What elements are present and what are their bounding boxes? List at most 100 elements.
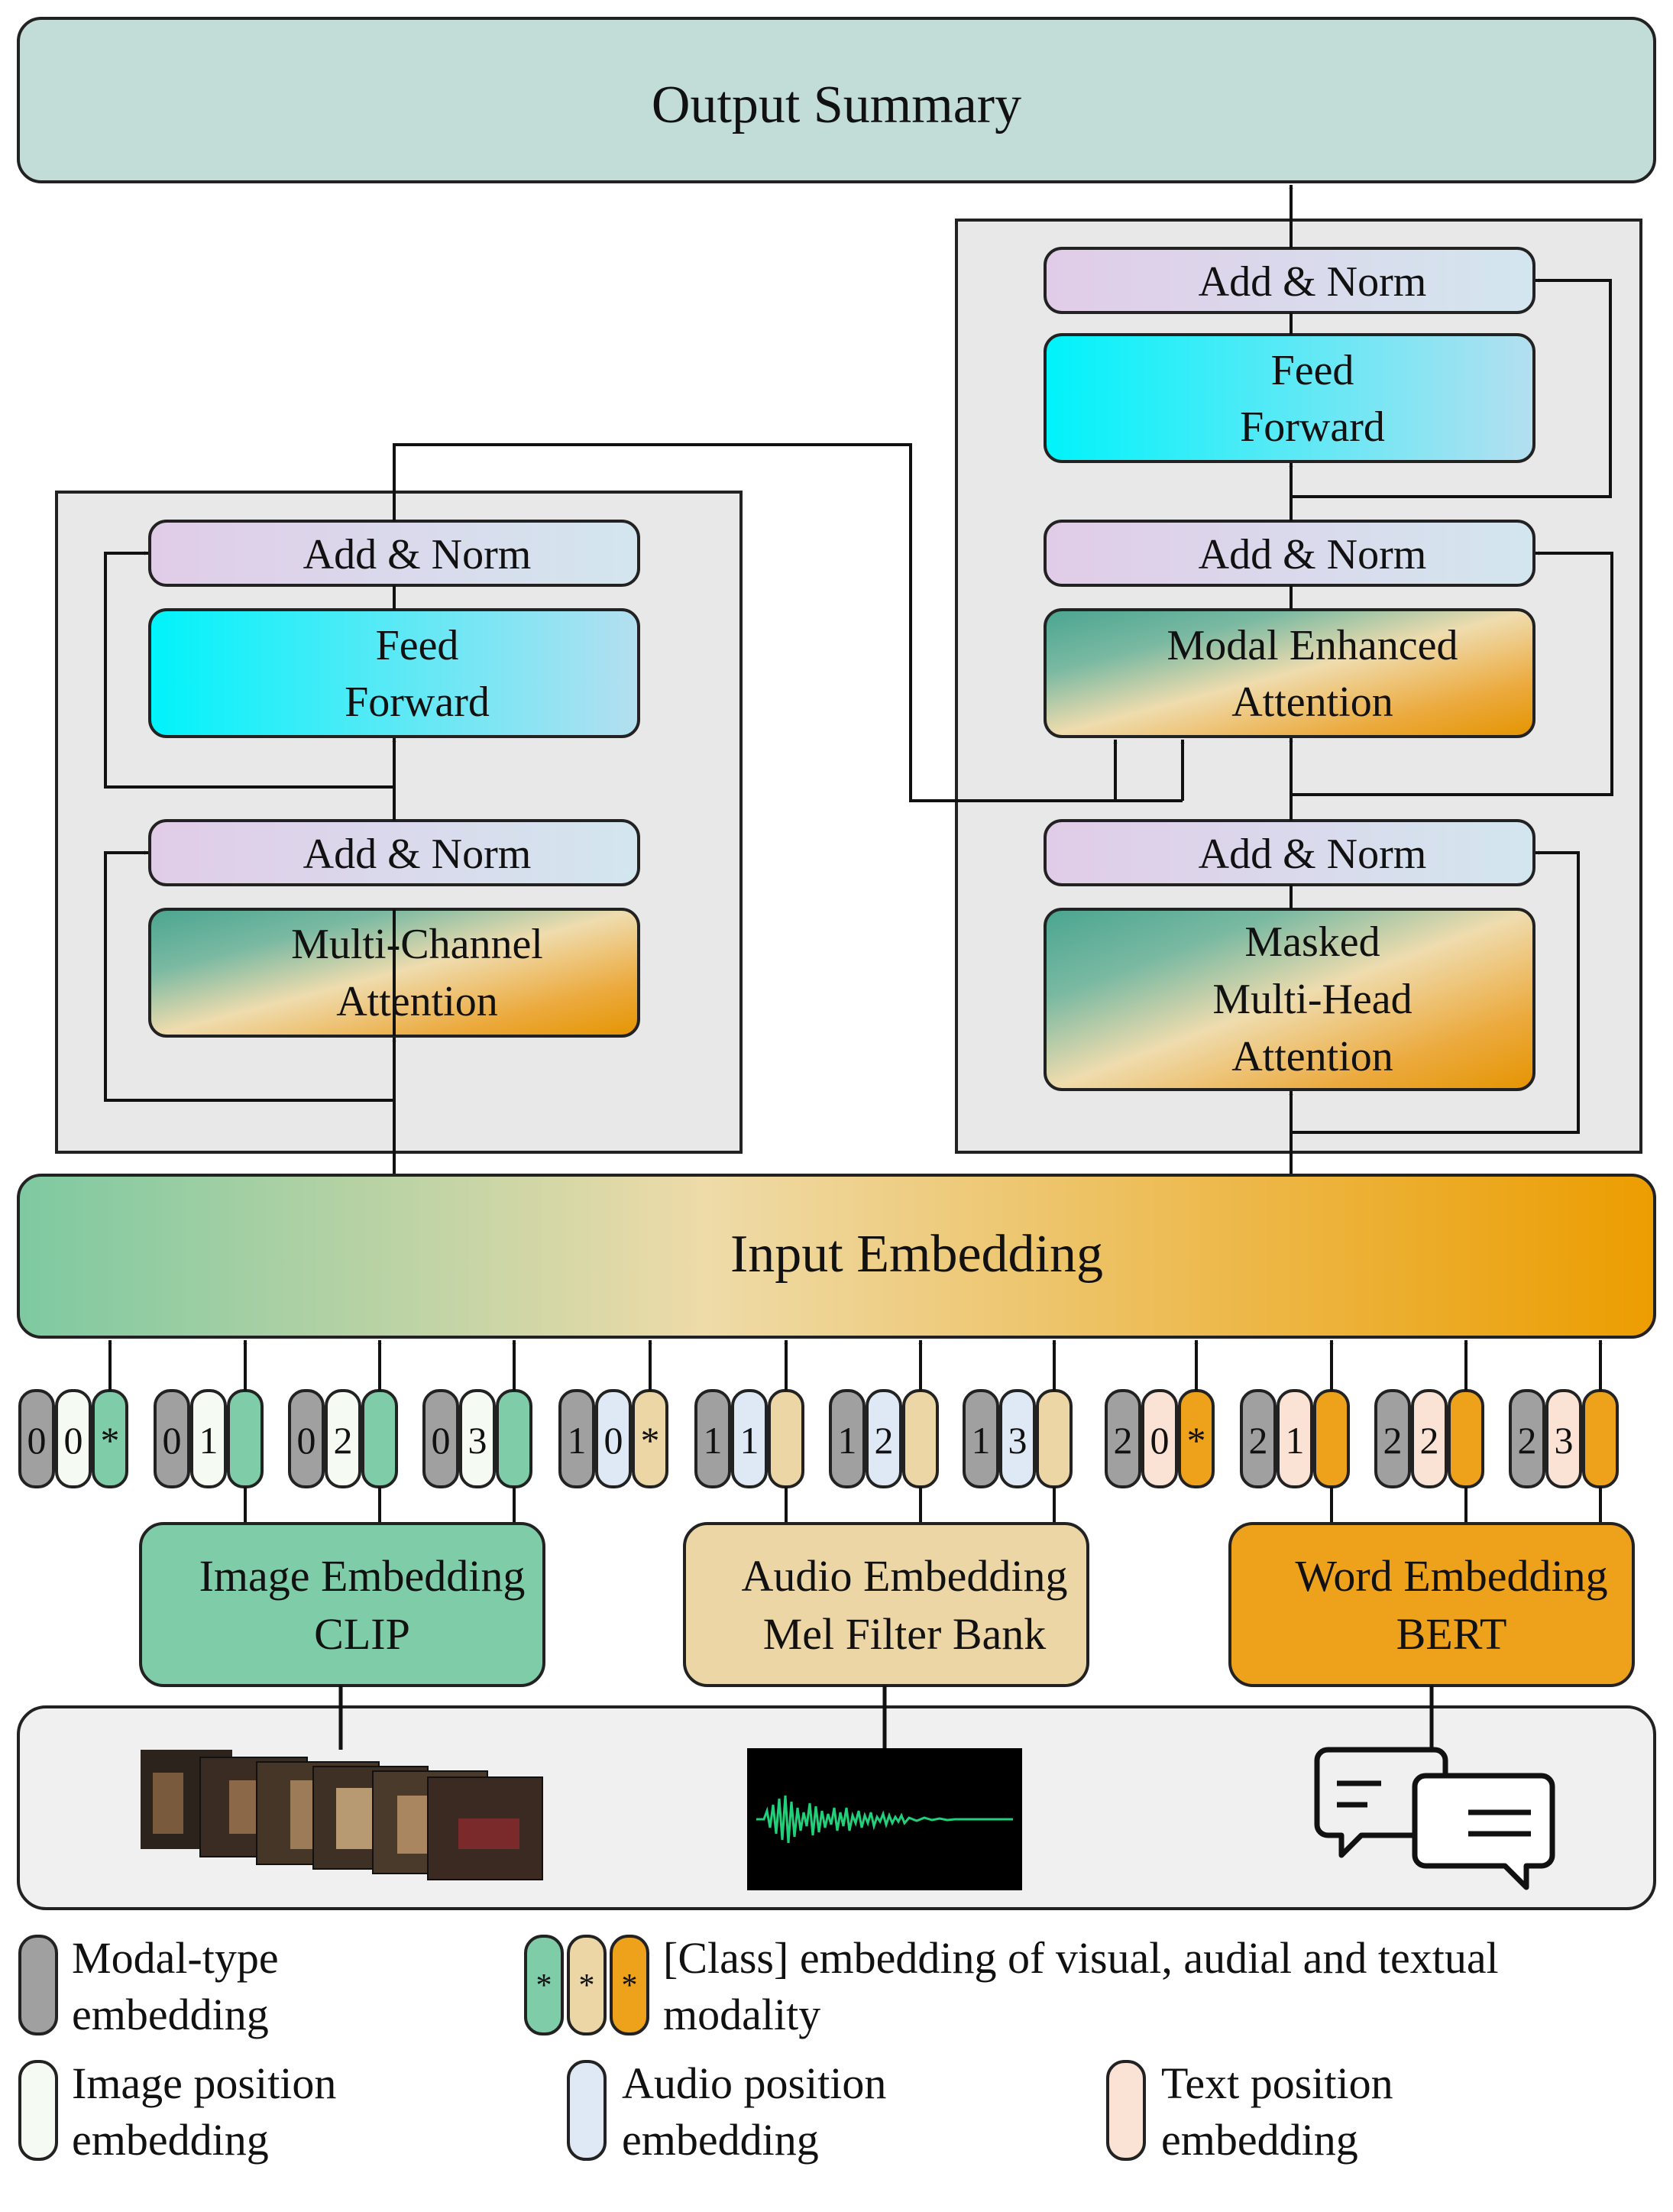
position-pill	[731, 1389, 768, 1488]
svg-text:Attention: Attention	[336, 978, 498, 1025]
position-pill	[1545, 1389, 1582, 1488]
modal-type-pill	[1509, 1389, 1545, 1488]
position-pill-label: 1	[740, 1419, 759, 1462]
position-pill	[1277, 1389, 1313, 1488]
decoder-add-norm-mid: Add & Norm	[1044, 520, 1535, 587]
modality-pill-label: *	[101, 1419, 120, 1462]
svg-text:Add & Norm: Add & Norm	[1199, 258, 1427, 306]
svg-text:Masked: Masked	[1244, 918, 1380, 966]
position-pill	[595, 1389, 632, 1488]
svg-text:Forward: Forward	[345, 678, 490, 726]
svg-text:CLIP: CLIP	[314, 1609, 410, 1659]
encoder-feed-forward: Feed Forward	[148, 608, 640, 738]
modality-pill	[902, 1389, 939, 1488]
svg-text:Add & Norm: Add & Norm	[303, 831, 532, 878]
flow-arrow-icon	[1291, 850, 1580, 1134]
modal-type-pill	[829, 1389, 866, 1488]
legend-swatches: * * *	[18, 1935, 1146, 2161]
modality-pill	[1313, 1389, 1350, 1488]
legend-audio-position-swatch	[567, 2060, 607, 2161]
position-pill-label: 0	[604, 1419, 623, 1462]
decoder-add-norm-top: Add & Norm	[1044, 247, 1535, 314]
output-summary-label: Output Summary	[652, 76, 1021, 134]
modal-type-pill-label: 1	[972, 1419, 991, 1462]
svg-text:BERT: BERT	[1396, 1609, 1507, 1659]
position-pill	[1141, 1389, 1178, 1488]
modal-type-pill	[1105, 1389, 1141, 1488]
modality-pill	[496, 1389, 532, 1488]
modal-type-pill-label: 0	[28, 1419, 47, 1462]
decoder-feed-forward: Feed Forward	[1044, 333, 1535, 463]
modality-pill	[1036, 1389, 1073, 1488]
svg-text:Feed: Feed	[376, 622, 459, 669]
flow-arrow-icon	[1291, 278, 1612, 498]
decoder-add-norm-bottom: Add & Norm	[1044, 819, 1535, 886]
svg-text:Modal Enhanced: Modal Enhanced	[1167, 622, 1458, 669]
modal-type-pill-label: 2	[1383, 1419, 1403, 1462]
position-pill-label: 1	[199, 1419, 218, 1462]
flow-arrow-icon	[104, 850, 394, 1102]
modal-type-pill	[558, 1389, 595, 1488]
input-embedding-block: Input Embedding	[17, 1174, 1656, 1339]
modality-pill	[768, 1389, 804, 1488]
modal-type-pill	[1240, 1389, 1277, 1488]
modal-type-pill-label: 0	[163, 1419, 182, 1462]
modal-type-pill-label: 2	[1518, 1419, 1537, 1462]
legend-modal-type-swatch	[18, 1935, 58, 2035]
legend-image-position-swatch	[18, 2060, 58, 2161]
flow-arrow-icon	[104, 551, 394, 789]
video-frames-icon	[141, 1750, 543, 1880]
modal-type-pill	[694, 1389, 731, 1488]
legend-class-textual-swatch	[610, 1935, 649, 2035]
modal-type-pill-label: 0	[297, 1419, 316, 1462]
svg-text:Forward: Forward	[1240, 403, 1385, 451]
modal-type-pill-label: 1	[838, 1419, 857, 1462]
modal-type-pill	[18, 1389, 55, 1488]
modality-pill	[1448, 1389, 1484, 1488]
modality-pill	[361, 1389, 398, 1488]
position-pill-label: 1	[1286, 1419, 1305, 1462]
audio-embedder: Audio Embedding Mel Filter Bank	[683, 1522, 1089, 1687]
position-pill-label: 0	[64, 1419, 83, 1462]
legend-class-embedding: [Class] embedding of visual, audial and …	[663, 1933, 1499, 2039]
modal-type-pill-label: 2	[1114, 1419, 1133, 1462]
svg-text:Audio Embedding: Audio Embedding	[742, 1551, 1068, 1601]
svg-text:Attention: Attention	[1231, 1033, 1393, 1080]
svg-text:Word Embedding: Word Embedding	[1295, 1551, 1607, 1601]
modality-pill	[227, 1389, 264, 1488]
word-embedder: Word Embedding BERT	[1228, 1522, 1635, 1687]
svg-text:Image Embedding: Image Embedding	[199, 1551, 526, 1601]
decoder-masked-multi-head-attention: Masked Multi-Head Attention	[1044, 908, 1535, 1091]
decoder-modal-enhanced-attention: Modal Enhanced Attention	[1044, 608, 1535, 738]
svg-text:Mel Filter Bank: Mel Filter Bank	[763, 1609, 1047, 1659]
modality-pill	[1582, 1389, 1619, 1488]
position-pill	[459, 1389, 496, 1488]
svg-text:Attention: Attention	[1231, 678, 1393, 726]
position-pill-label: 3	[468, 1419, 487, 1462]
modal-type-pill	[288, 1389, 325, 1488]
modal-type-pill	[422, 1389, 459, 1488]
position-pill	[55, 1389, 92, 1488]
chat-bubbles-icon	[1314, 1747, 1555, 1890]
svg-text:Multi-Channel: Multi-Channel	[291, 921, 543, 968]
legend-text-position-swatch	[1106, 2060, 1146, 2161]
output-summary-block: Output Summary	[17, 17, 1656, 183]
audio-waveform-icon	[747, 1748, 1022, 1890]
position-pill-label: 2	[334, 1419, 353, 1462]
position-pill-label: 3	[1555, 1419, 1574, 1462]
position-pill	[866, 1389, 902, 1488]
modality-pill-label: *	[641, 1419, 660, 1462]
svg-text:*: *	[622, 1968, 638, 2003]
modal-type-pill-label: 2	[1249, 1419, 1268, 1462]
modal-type-pill	[1374, 1389, 1411, 1488]
